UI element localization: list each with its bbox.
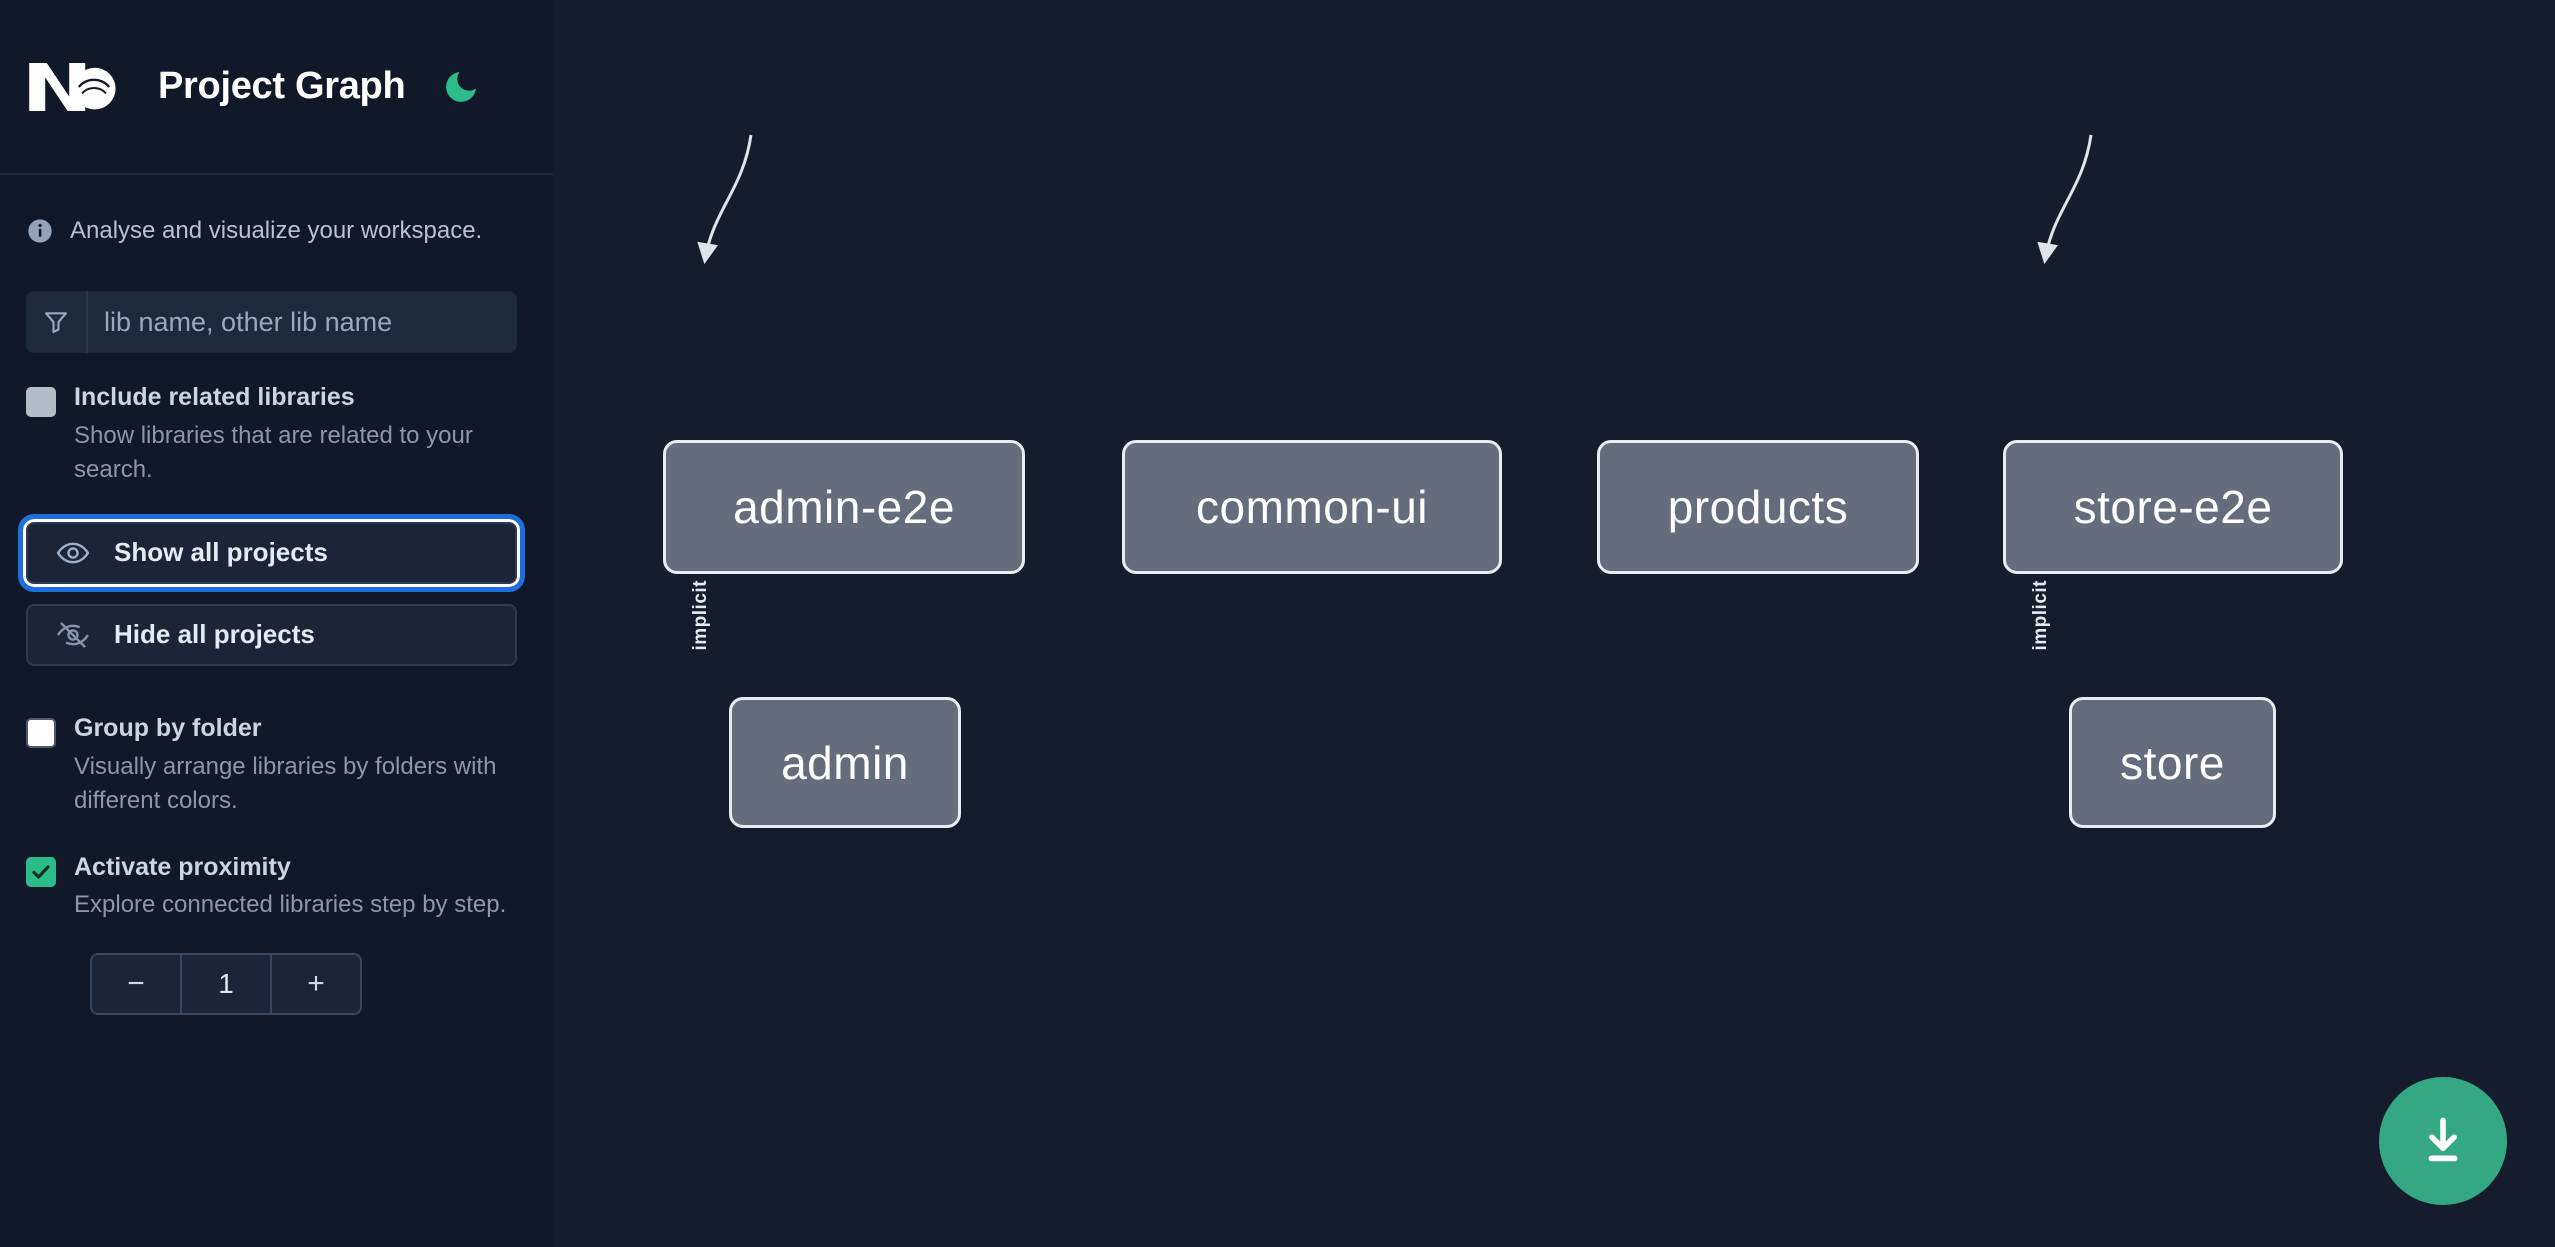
graph-node-store-e2e[interactable]: store-e2e	[2003, 440, 2343, 574]
workspace-info: Analyse and visualize your workspace.	[0, 175, 553, 245]
divider	[180, 954, 182, 1013]
activate-proximity-checkbox[interactable]	[26, 856, 56, 887]
download-graph-button[interactable]	[2379, 1077, 2507, 1205]
hide-all-projects-button[interactable]: Hide all projects	[26, 603, 517, 666]
download-icon	[2428, 1117, 2458, 1162]
option-include-related-libraries[interactable]: Include related libraries Show libraries…	[0, 353, 553, 488]
option-label: Group by folder	[74, 713, 262, 742]
proximity-value: 1	[218, 967, 234, 999]
option-description: Explore connected libraries step by step…	[74, 891, 507, 919]
info-icon	[26, 217, 54, 245]
search-input[interactable]	[88, 291, 517, 353]
page-title: Project Graph	[158, 65, 406, 107]
search-input-wrapper[interactable]	[26, 291, 517, 353]
project-visibility-buttons: Show all projects Hide all projects	[0, 488, 553, 666]
graph-edges	[697, 134, 2093, 265]
sidebar: Project Graph Analyse and visualize your…	[0, 0, 553, 1247]
hide-all-projects-label: Hide all projects	[114, 619, 315, 650]
include-related-libraries-checkbox[interactable]	[26, 387, 56, 417]
group-by-folder-checkbox[interactable]	[26, 717, 56, 748]
proximity-decrement-button[interactable]: −	[92, 955, 180, 1013]
proximity-stepper-wrapper: − 1 +	[0, 923, 553, 1015]
eye-off-icon	[56, 618, 90, 652]
show-all-projects-label: Show all projects	[114, 537, 328, 568]
filter-funnel-icon	[26, 291, 88, 353]
option-description: Visually arrange libraries by folders wi…	[74, 752, 497, 815]
moon-icon[interactable]	[439, 65, 483, 109]
graph-node-store[interactable]: store	[2069, 697, 2276, 828]
eye-icon	[56, 536, 90, 570]
option-group-by-folder[interactable]: Group by folder Visually arrange librari…	[0, 666, 553, 819]
graph-node-common-ui[interactable]: common-ui	[1122, 440, 1502, 574]
option-label: Activate proximity	[74, 852, 291, 881]
graph-node-admin[interactable]: admin	[729, 697, 961, 828]
info-text: Analyse and visualize your workspace.	[70, 217, 483, 244]
project-graph-canvas[interactable]: admin-e2e common-ui products store-e2e a…	[553, 0, 2555, 1247]
sidebar-header: Project Graph	[0, 0, 553, 175]
divider	[270, 954, 272, 1013]
option-description: Show libraries that are related to your …	[74, 421, 473, 484]
graph-edge-label-admin: implicit	[690, 580, 711, 651]
proximity-stepper[interactable]: − 1 +	[90, 952, 362, 1015]
filter-section	[0, 245, 553, 353]
graph-edge-label-store: implicit	[2030, 580, 2051, 651]
option-label: Include related libraries	[74, 383, 355, 411]
graph-node-admin-e2e[interactable]: admin-e2e	[663, 440, 1025, 574]
option-activate-proximity[interactable]: Activate proximity Explore connected lib…	[0, 819, 553, 923]
proximity-increment-button[interactable]: +	[272, 955, 360, 1013]
show-all-projects-button[interactable]: Show all projects	[18, 513, 525, 592]
graph-node-products[interactable]: products	[1597, 440, 1919, 574]
nx-logo	[26, 57, 122, 117]
